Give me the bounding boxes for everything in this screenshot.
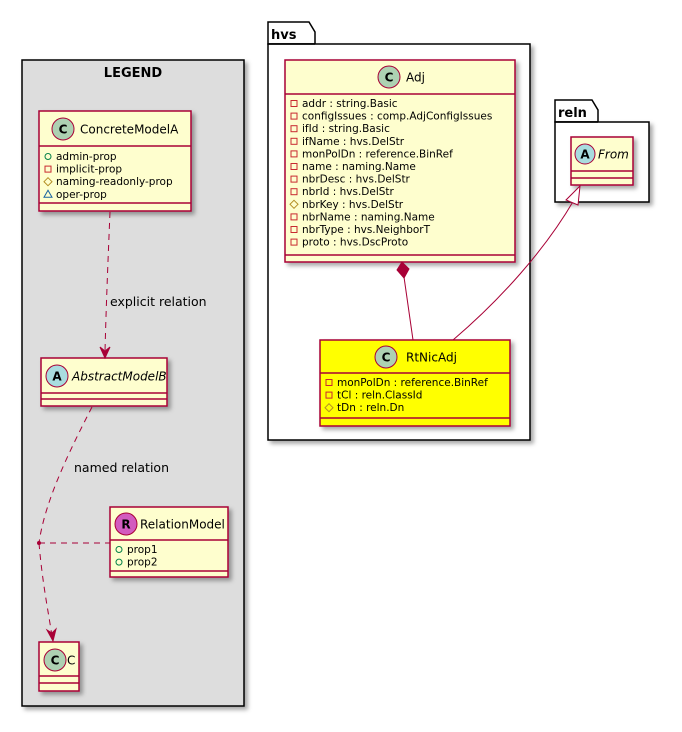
private-visibility-icon <box>290 213 298 221</box>
protected-visibility-icon <box>289 199 299 210</box>
private-visibility-icon <box>290 238 298 246</box>
svg-text:C: C <box>59 123 68 137</box>
c-class: C C <box>38 641 80 692</box>
reln-package-name: reln <box>558 106 587 121</box>
attribute: configIssues : comp.AdjConfigIssues <box>302 111 492 123</box>
explicit-relation-edge <box>104 211 111 353</box>
abstract-a-icon <box>45 364 69 388</box>
class-c-icon <box>377 65 401 89</box>
relation-r-icon <box>114 512 138 536</box>
attribute: nbrKey : hvs.DelStr <box>302 199 404 211</box>
private-visibility-icon <box>325 391 333 399</box>
public-visibility-icon <box>115 546 123 553</box>
composition-edge <box>396 261 414 341</box>
abstract-model-class: A AbstractModelB <box>40 357 168 407</box>
private-visibility-icon <box>290 150 298 158</box>
svg-text:A: A <box>580 148 590 162</box>
attribute: tCl : reln.ClassId <box>337 390 422 402</box>
attribute: admin-prop <box>56 151 117 163</box>
class-c-icon <box>43 648 67 672</box>
generalization-edge <box>452 184 581 341</box>
protected-visibility-icon <box>324 402 334 413</box>
attribute: naming-readonly-prop <box>56 176 173 188</box>
svg-text:C: C <box>385 71 394 85</box>
abstract-a-icon <box>574 143 596 165</box>
svg-text:R: R <box>121 518 130 532</box>
class-c-icon <box>374 345 398 369</box>
private-visibility-icon <box>290 163 298 170</box>
attribute: proto : hvs.DscProto <box>302 237 408 249</box>
relation-model-name: RelationModel <box>140 518 225 532</box>
composition-diamond <box>396 261 410 279</box>
named-arrowhead <box>45 627 57 643</box>
named-relation-label: named relation <box>74 460 169 475</box>
c-class-name: C <box>67 654 75 668</box>
legend-edges: explicit relation named relation <box>37 211 207 643</box>
private-visibility-icon <box>325 379 333 386</box>
attribute: prop1 <box>127 544 158 556</box>
private-visibility-icon <box>290 175 298 183</box>
attribute: nbrId : hvs.DelStr <box>302 186 395 198</box>
attribute: monPolDn : reference.BinRef <box>302 148 453 160</box>
protected-visibility-icon <box>43 176 53 187</box>
attribute: oper-prop <box>56 189 107 201</box>
public-visibility-icon <box>44 153 52 160</box>
concrete-model-attributes: admin-propimplicit-propnaming-readonly-p… <box>43 151 173 201</box>
svg-text:C: C <box>382 351 391 365</box>
legend-title: LEGEND <box>104 66 163 81</box>
attribute: addr : string.Basic <box>302 98 398 110</box>
svg-text:C: C <box>51 654 60 668</box>
attribute: nbrType : hvs.NeighborT <box>302 224 431 236</box>
attribute: tDn : reln.Dn <box>337 402 404 414</box>
attribute: ifId : string.Basic <box>302 123 390 135</box>
private-visibility-icon <box>290 188 298 196</box>
attribute: implicit-prop <box>56 164 122 176</box>
attribute: prop2 <box>127 557 158 569</box>
private-visibility-icon <box>290 125 298 133</box>
rtnicadj-class-name: RtNicAdj <box>406 351 457 365</box>
private-visibility-icon <box>290 226 298 233</box>
attribute: nbrDesc : hvs.DelStr <box>302 174 411 186</box>
explicit-arrowhead <box>99 346 111 360</box>
attribute: ifName : hvs.DelStr <box>302 136 405 148</box>
public-visibility-icon <box>115 558 123 566</box>
from-class: A From <box>570 136 634 186</box>
svg-text:A: A <box>52 370 62 384</box>
private-visibility-icon <box>44 165 52 173</box>
rtnicadj-class: C RtNicAdj monPolDn : reference.BinReftC… <box>319 339 511 427</box>
abstract-model-name: AbstractModelB <box>71 370 167 384</box>
concrete-model-class: C ConcreteModelA admin-propimplicit-prop… <box>38 110 192 212</box>
private-visibility-icon <box>290 100 298 107</box>
attribute: nbrName : naming.Name <box>302 211 435 223</box>
hvs-package-name: hvs <box>271 28 297 43</box>
generalization-triangle <box>565 184 581 206</box>
attribute: name : naming.Name <box>302 161 416 173</box>
from-class-name: From <box>598 148 629 162</box>
private-visibility-icon <box>290 137 298 145</box>
class-c-icon <box>51 117 75 141</box>
explicit-relation-label: explicit relation <box>110 294 207 309</box>
concrete-model-name: ConcreteModelA <box>80 123 179 137</box>
attribute: monPolDn : reference.BinRef <box>337 377 488 389</box>
adj-class-name: Adj <box>406 71 425 85</box>
package-visibility-icon <box>43 189 53 198</box>
private-visibility-icon <box>290 112 298 120</box>
